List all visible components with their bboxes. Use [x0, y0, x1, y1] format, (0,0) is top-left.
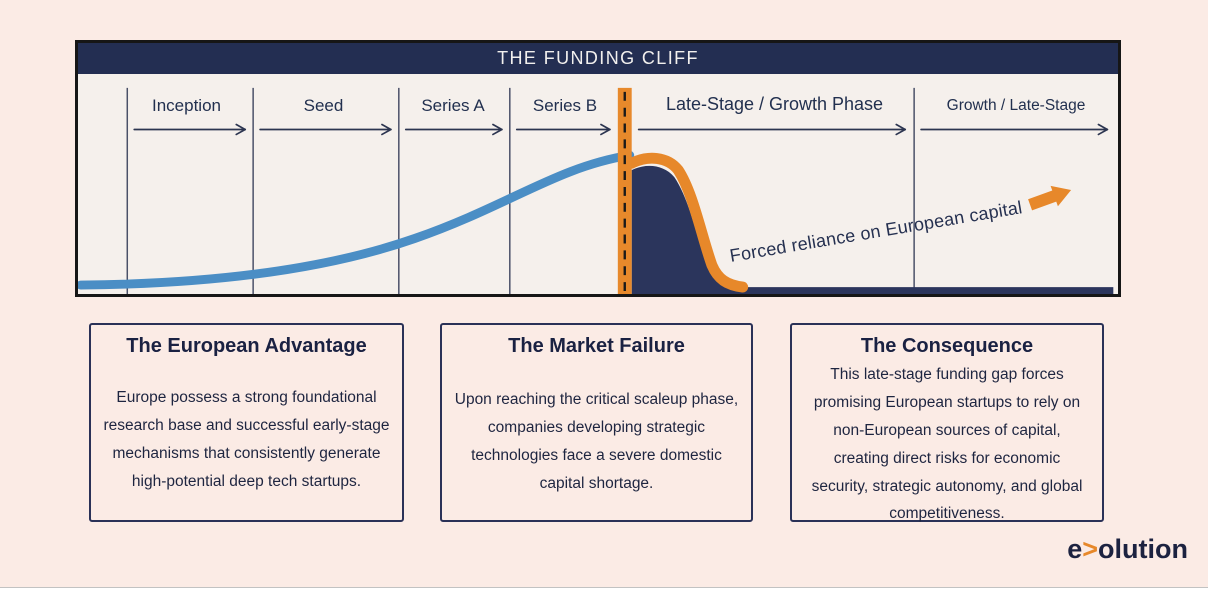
card-body: Upon reaching the critical scaleup phase…	[454, 391, 739, 492]
stage-arrow-icons	[133, 123, 1109, 136]
stage-divider-lines	[126, 87, 915, 294]
logo-chevron-icon: >	[1082, 534, 1099, 564]
logo-suffix: olution	[1098, 534, 1188, 564]
chart-title: THE FUNDING CLIFF	[497, 48, 699, 68]
funding-cliff-panel: THE FUNDING CLIFF	[75, 40, 1121, 297]
evolution-logo: e>olution	[1058, 534, 1188, 565]
chart-body: Inception Seed Series A Series B Late-St…	[78, 74, 1118, 294]
stage-label-growth: Growth / Late-Stage	[946, 97, 1086, 114]
stage-label-inception: Inception	[152, 96, 221, 115]
stage-label-late-stage: Late-Stage / Growth Phase	[665, 94, 884, 114]
card-title: The European Advantage	[126, 335, 367, 357]
bottom-edge-strip	[0, 587, 1208, 591]
cliff-edge	[626, 152, 749, 293]
card-consequence: The Consequence This late-stage funding …	[790, 323, 1104, 522]
funding-cliff-chart	[78, 87, 1114, 294]
panel-header: THE FUNDING CLIFF	[78, 43, 1118, 74]
stage-label-series-b: Series B	[532, 96, 598, 115]
annotation-arrow-icon	[1028, 185, 1072, 211]
card-european-advantage: The European Advantage Europe possess a …	[89, 323, 404, 522]
logo-prefix: e	[1067, 534, 1083, 564]
cliff-fill	[631, 165, 1114, 294]
card-market-failure: The Market Failure Upon reaching the cri…	[440, 323, 753, 522]
card-body: Europe possess a strong foundational res…	[103, 389, 390, 490]
card-title: The Market Failure	[508, 335, 685, 357]
card-title: The Consequence	[860, 335, 1034, 357]
card-body: This late-stage funding gap forces promi…	[811, 366, 1083, 523]
stage-label-series-a: Series A	[421, 96, 485, 115]
stage-label-seed: Seed	[303, 96, 344, 115]
growth-curve	[78, 150, 635, 290]
